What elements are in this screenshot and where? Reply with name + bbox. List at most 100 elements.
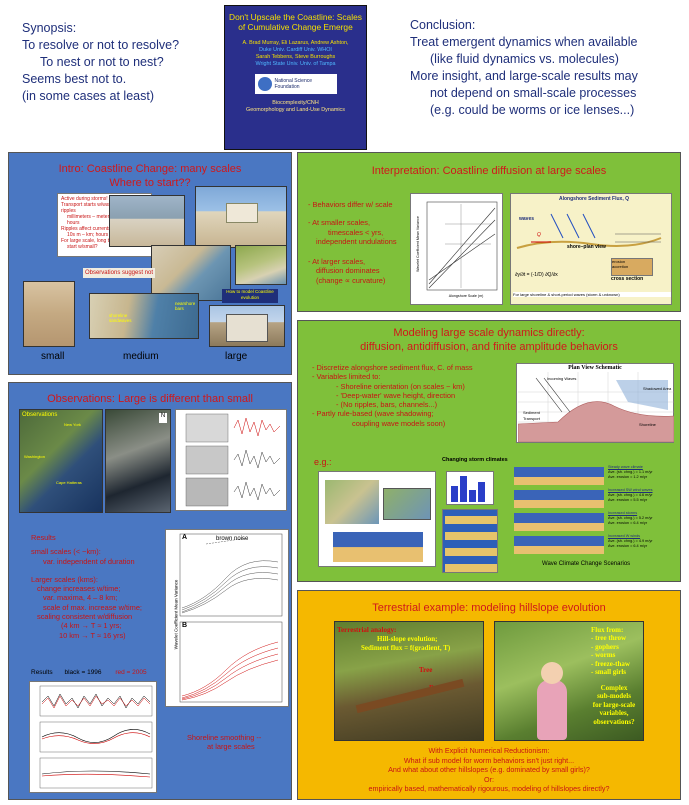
bullet: Ripples affect currents, bars, etc. [61,226,134,232]
scenario-l2: Ave. erosion = 1.2 m/yr [608,475,648,479]
scenario-row: Increased W winds Ave. (sh. chng.) = 4.9… [510,534,676,557]
bullet: Active during storms! [61,196,108,202]
brown-noise-label: brown noise [216,536,249,542]
girl-photo: Flux from: - tree throw - gophers - worm… [494,621,644,741]
smoothing-note: Shoreline smoothing -- at large scales [187,733,287,752]
observations-title: Observations: Large is different than sm… [47,393,253,405]
shoreline-series-svg [39,685,153,789]
bullet: 10s m – km; hours – days [67,232,125,238]
result-line: small scales (< ~km): [31,547,101,557]
result-line: var. maxima, 4 – 8 km; [43,593,118,603]
waves-label: waves [519,216,535,222]
conclusion: Conclusion: Treat emergent dynamics when… [410,17,685,119]
bullet: - (No ripples, bars, channels...) [336,400,438,410]
analogy-line: Sediment flux = f(gradient, T) [361,644,451,652]
map-label-hatteras: Cape Hatteras [56,480,82,485]
question-line: With Explicit Numerical Reductionism: [428,746,550,755]
wavelet-plots [175,409,287,511]
schematic-svg [518,372,674,442]
complex-line: Complex [600,684,628,692]
bullet: - Shoreline orientation (on scales ~ km) [336,381,465,391]
bullet: - Discretize alongshore sediment flux, C… [312,363,473,372]
diffusion-equation: ∂y/∂t = (-1/D) ∂Q/∂x [515,272,558,278]
modeling-panel: Modeling large scale dynamics directly: … [297,320,681,582]
synopsis: Synopsis: To resolve or not to resolve? … [22,20,222,105]
results2-heading: Results [31,669,53,676]
scale-label-large: large [225,351,248,362]
result-line [31,566,171,575]
storm-title: Changing storm climates [442,457,508,463]
results2-header: Results black = 1996 red = 2005 [31,669,147,676]
title-box: Don't Upscale the Coastline: Scales of C… [224,5,367,150]
conclusion-heading: Conclusion: [410,18,476,32]
terrestrial-panel: Terrestrial example: modeling hillslope … [297,590,681,800]
analogy-line: Terrestrial analogy: [337,626,397,634]
scenario-l1: Ave. (sh. chng.) = 1.1 m/yr [608,470,653,474]
result-line: scale of max. increase w/time; [43,602,142,612]
scenario-head: Increased storms [608,511,638,515]
eg-label: e.g.: [314,457,332,467]
modeling-subtitle: diffusion, antidiffusion, and finite amp… [360,341,618,353]
girl-icon [537,680,567,740]
scenario-strip [514,490,604,508]
wavelet-svg [185,413,281,507]
shoreline-label: Shoreline [639,422,656,427]
scenario-head: Steady wave climate [608,465,643,469]
scenario-l1: Ave. (sh. chng.) = 5.2 m/yr [608,516,653,520]
authors-line: Wright State Univ. Univ. of Tampa [255,61,336,67]
scale-label-small: small [41,351,65,362]
smoothing-line: Shoreline smoothing -- [187,733,262,742]
shadowed-area-label: Shadowed Area [643,386,672,391]
tree-label: Tree [419,666,433,674]
nsf-logo-text: National Science Foundation [274,78,313,90]
intro-title: Intro: Coastline Change: many scales [58,163,242,175]
terrestrial-title: Terrestrial example: modeling hillslope … [372,602,606,614]
smoothing-line: at large scales [207,742,255,752]
bullet: - At smaller scales, [308,218,371,228]
result-line: 10 km → T ≈ 16 yrs) [59,630,126,640]
sandwaves-label: shoreline sandwaves [109,313,132,323]
house-photo [195,186,287,248]
north-arrow-icon: N [159,413,167,423]
cross-section-label: cross section [611,276,644,282]
sediment-transport-label: Sediment Transport [523,410,540,421]
result-line: scaling consistent w/diffusion [37,612,133,622]
analogy-text: Terrestrial analogy: Hill-slope evolutio… [337,626,483,653]
results-heading: Results [31,533,56,542]
flux-from-list: Flux from: - tree throw - gophers - worm… [591,626,645,676]
storm-stack-strip [445,532,497,540]
diagram-note: For large shoreline & short-period waves… [513,292,671,297]
intro-subtitle: Where to start?? [109,177,191,189]
scenario-l2: Ave. erosion = 5.5 m/yr [608,498,648,502]
complex-line: for large-scale [592,700,636,709]
map-example [318,471,436,567]
bullet: - At larger scales, [308,257,366,267]
flux-diagram-title: Alongshore Sediment Flux, Q [559,196,630,202]
bullet: timescales < yrs, [328,227,384,237]
scenario-head: Increased SW wind waves [608,488,653,492]
map-label-washington: Washington [24,454,45,459]
bullet: - Partly rule-based (wave shadowing; [312,409,434,419]
year-black-label: black = 1996 [64,669,102,676]
flux-item: - tree throw [591,634,627,643]
flux-item: - small girls [591,668,626,677]
synopsis-line: To resolve or not to resolve? [22,38,180,52]
bullet: - Behaviors differ w/ scale [308,200,393,209]
storm-bar-chart [446,471,494,505]
scenario-row: Increased SW wind waves Ave. (sh. chng.)… [510,488,676,511]
schematic-title: Plan View Schematic [568,365,622,371]
scenario-text: Steady wave climate Ave. (sh. chng.) = 1… [608,465,676,480]
question-line: And what about other hillslopes (e.g. do… [388,765,590,775]
complex-submodels: Complex sub-models for large-scale varia… [583,684,645,726]
scenario-strip [514,467,604,485]
scaling-graph-svg [426,201,498,291]
map-terrain [325,480,379,524]
synopsis-line: (in some cases at least) [22,89,154,103]
authors-line: Duke Univ. Cardiff Univ. WHOI [259,47,332,53]
complex-line: variables, [599,709,629,718]
bullet: millimeters – meters; seconds - hours [67,214,137,226]
complex-line: observations? [593,717,635,726]
scenario-text: Increased storms Ave. (sh. chng.) = 5.2 … [608,511,676,526]
question-line: What if sub model for worm behaviors isn… [403,755,575,765]
fallen-tree-icon [355,678,465,714]
